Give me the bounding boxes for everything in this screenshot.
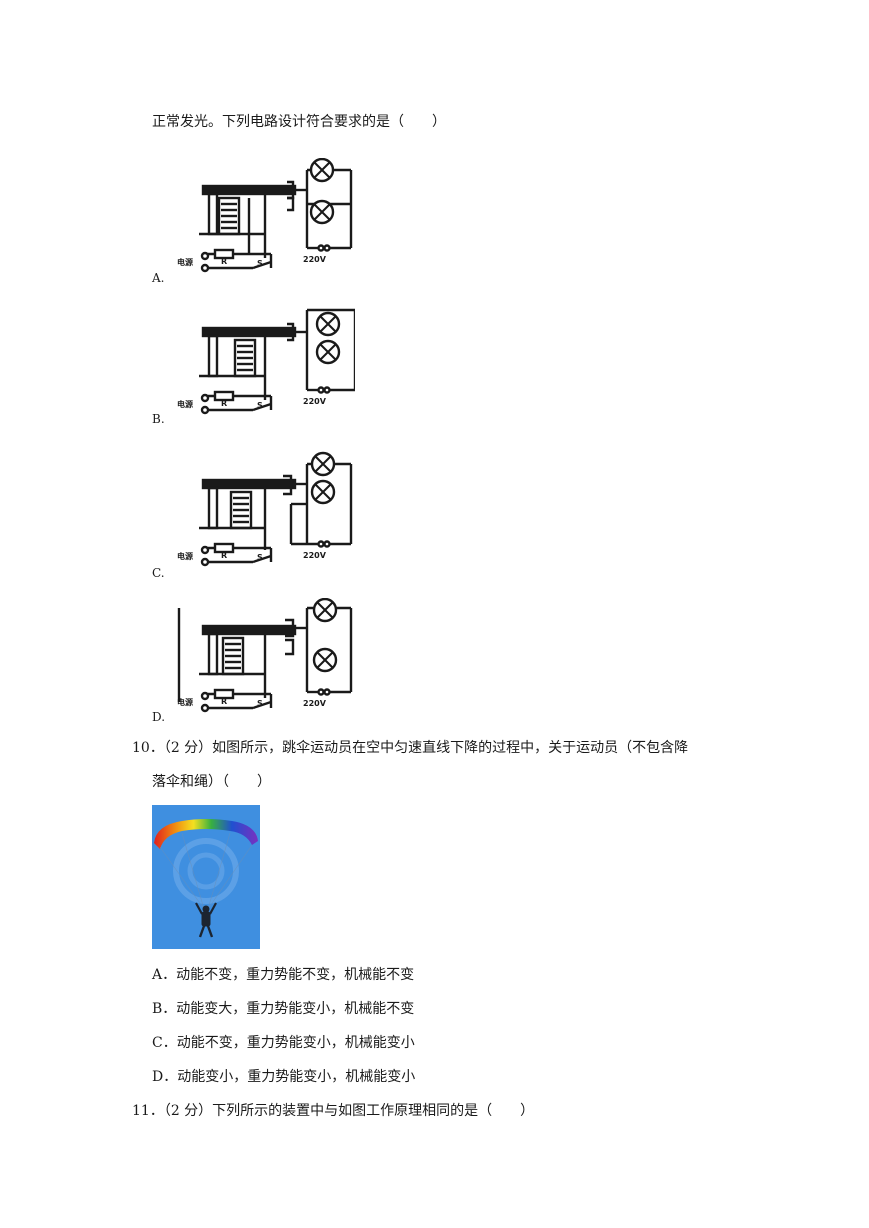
q11-stem: 11．（2 分）下列所示的装置中与如图工作原理相同的是（ ） <box>132 1103 535 1119</box>
q10-option-c: C．动能不变，重力势能变小，机械能变小 <box>152 1035 415 1051</box>
resistor-label: R <box>221 697 227 706</box>
circuit-diagram-c: 电源 R S 220V <box>177 451 353 567</box>
q9-option-b-label: B. <box>152 412 165 426</box>
q9-stem: 正常发光。下列电路设计符合要求的是（ ） <box>152 114 446 130</box>
resistor-label: R <box>221 551 227 560</box>
switch-label: S <box>257 401 263 410</box>
q10-option-b: B．动能变大，重力势能变小，机械能不变 <box>152 1001 415 1017</box>
voltage-label: 220V <box>303 255 327 264</box>
switch-label: S <box>257 259 263 268</box>
q9-option-d-label: D. <box>152 710 166 724</box>
q10-option-d: D．动能变小，重力势能变小，机械能变小 <box>152 1069 416 1085</box>
resistor-label: R <box>221 399 227 408</box>
circuit-diagram-d: 电源 R S 220V <box>177 598 353 713</box>
q9-option-c-label: C. <box>152 566 165 580</box>
resistor-label: R <box>221 257 227 266</box>
power-source-label: 电源 <box>177 399 193 409</box>
q10-stem-line2: 落伞和绳）（ ） <box>152 774 271 790</box>
power-source-label: 电源 <box>177 697 193 707</box>
power-source-label: 电源 <box>177 257 193 267</box>
q9-option-a-label: A. <box>152 271 165 285</box>
switch-label: S <box>257 699 263 708</box>
switch-label: S <box>257 553 263 562</box>
power-source-label: 电源 <box>177 551 193 561</box>
q10-stem-line1: 10．（2 分）如图所示，跳伞运动员在空中匀速直线下降的过程中，关于运动员（不包… <box>132 740 689 756</box>
q10-option-a: A．动能不变，重力势能不变，机械能不变 <box>152 967 415 983</box>
voltage-label: 220V <box>303 551 327 560</box>
voltage-label: 220V <box>303 397 327 406</box>
parachutist-photo <box>152 805 260 949</box>
voltage-label: 220V <box>303 699 327 708</box>
circuit-diagram-b: 电源 R S 220V <box>177 308 355 415</box>
circuit-diagram-a: 电源 R S 220V <box>177 158 353 273</box>
